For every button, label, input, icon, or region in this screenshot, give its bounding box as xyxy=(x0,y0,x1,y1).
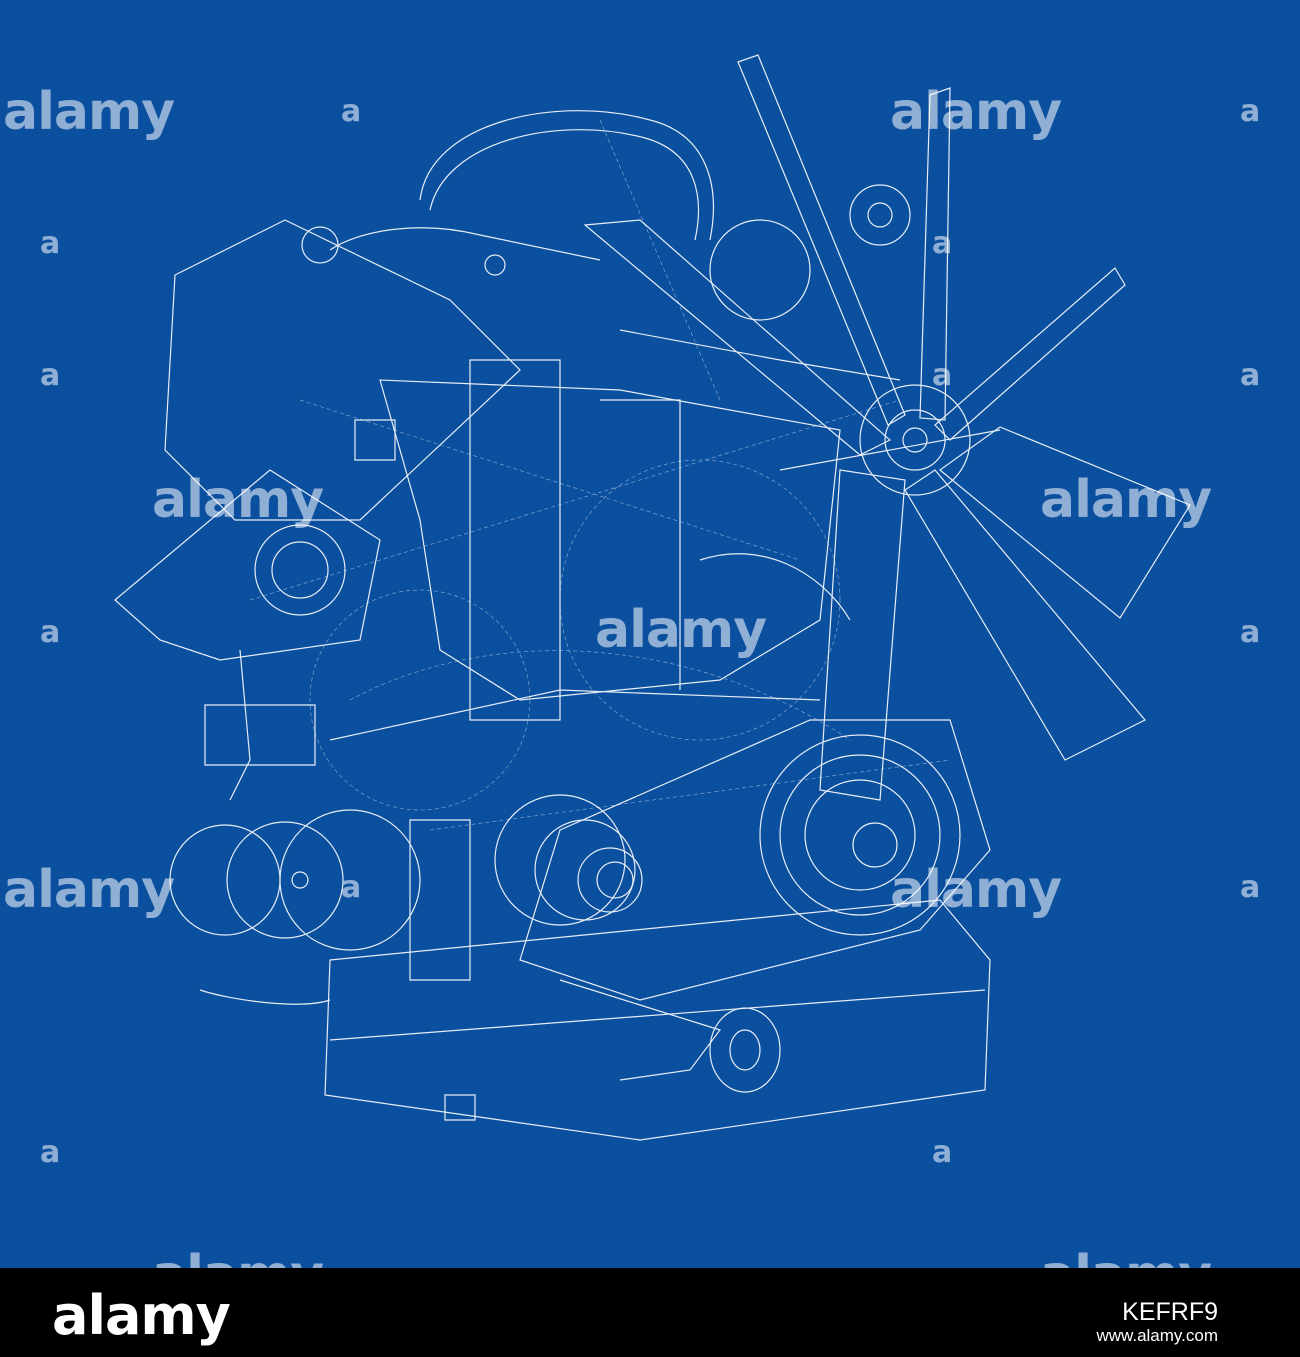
watermark-text: alamy xyxy=(890,82,1062,142)
fan-blade xyxy=(738,55,905,425)
fan-blade xyxy=(940,427,1190,618)
watermark-letter: a xyxy=(40,1135,61,1170)
watermark-text: alamy xyxy=(3,82,175,142)
fan-blade xyxy=(585,220,890,455)
watermark-text: alamy xyxy=(890,860,1062,920)
blueprint-illustration: alamy alamy alamy alamy alamy alamy alam… xyxy=(0,0,1300,1305)
stock-footer-bar: alamy KEFRF9 www.alamy.com xyxy=(0,1268,1300,1357)
watermark-letter: a xyxy=(341,870,362,905)
watermark-letter: a xyxy=(932,226,953,261)
fan-blade xyxy=(920,88,950,420)
watermark-letter: a xyxy=(1240,358,1261,393)
alamy-logo: alamy xyxy=(52,1284,231,1347)
watermark-text: alamy xyxy=(1040,470,1212,530)
watermark-text: alamy xyxy=(152,470,324,530)
fan-blade xyxy=(935,268,1125,440)
oil-pan xyxy=(325,900,990,1140)
intake-arch xyxy=(420,111,713,240)
watermark-letter: a xyxy=(40,226,61,261)
watermark-letter: a xyxy=(40,615,61,650)
watermark-letter: a xyxy=(1240,615,1261,650)
crank-pulley xyxy=(760,735,960,935)
pump-pulley xyxy=(170,825,280,935)
site-url-label: www.alamy.com xyxy=(1096,1326,1218,1345)
image-id-label: KEFRF9 xyxy=(1122,1298,1218,1326)
watermark-letter: a xyxy=(1240,870,1261,905)
engine-wireframe-drawing xyxy=(0,0,1300,1268)
watermark-letter: a xyxy=(932,358,953,393)
watermark-text: alamy xyxy=(595,600,767,660)
watermark-letter: a xyxy=(40,358,61,393)
watermark-letter: a xyxy=(341,94,362,129)
engine-block xyxy=(380,380,840,700)
watermark-letter: a xyxy=(1240,94,1261,129)
fan-blade xyxy=(820,470,905,800)
watermark-letter: a xyxy=(932,1135,953,1170)
fan-hub xyxy=(885,410,945,470)
fan-blade xyxy=(905,470,1145,760)
idler-pulley xyxy=(710,1008,780,1092)
upper-pulley xyxy=(850,185,910,245)
alternator-pulley xyxy=(495,795,625,925)
drive-belt xyxy=(520,720,990,1000)
watermark-text: alamy xyxy=(3,860,175,920)
